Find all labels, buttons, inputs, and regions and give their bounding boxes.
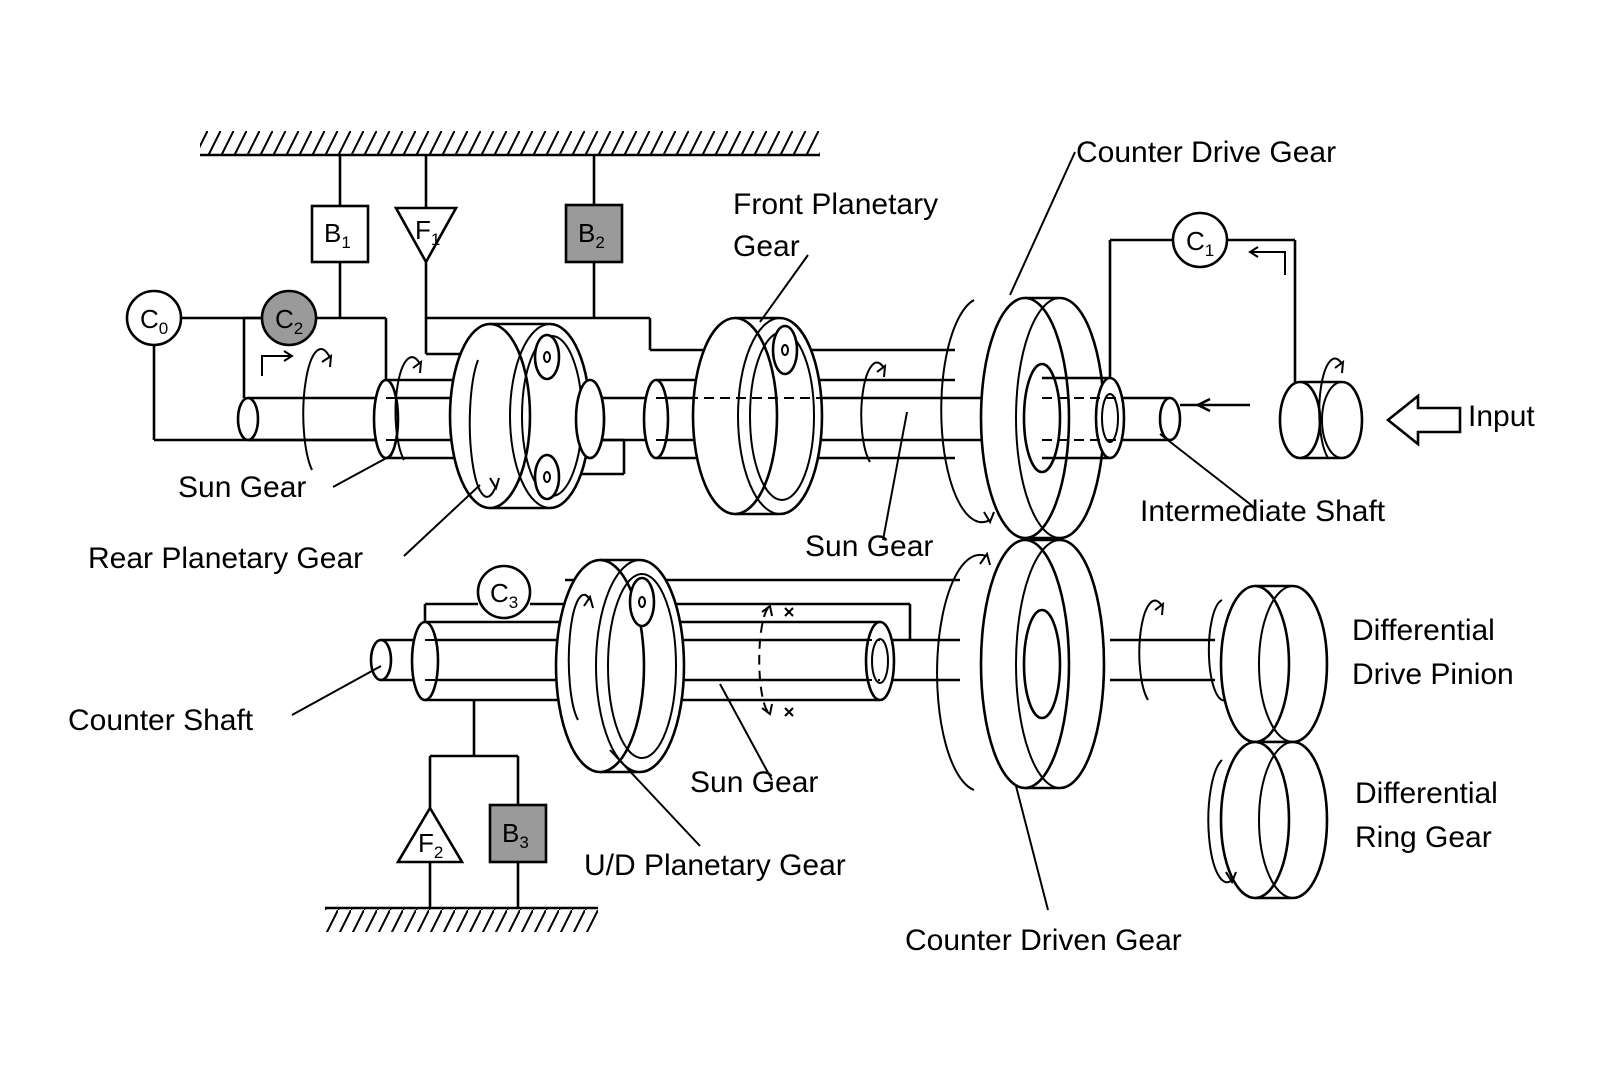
svg-text:C0: C0 [140, 304, 168, 338]
one-way-clutch-f2: F2 [395, 805, 465, 864]
label-sun-gear-rear: Sun Gear [178, 471, 306, 504]
svg-text:B2: B2 [578, 218, 605, 252]
svg-text:C2: C2 [275, 304, 303, 338]
svg-text:B1: B1 [324, 218, 351, 252]
rotation-x-marks [784, 607, 794, 717]
counter-driven-gear [979, 538, 1106, 790]
clutch-c1: C1 [1171, 211, 1229, 269]
housing-ground-bottom [325, 906, 598, 932]
label-differential-ring-gear-l2: Ring Gear [1355, 821, 1492, 854]
label-rear-planetary-gear: Rear Planetary Gear [88, 542, 363, 575]
input-drum [1180, 380, 1364, 460]
ud-planetary-gear [554, 558, 880, 774]
clutch-c0: C0 [125, 289, 183, 347]
label-intermediate-shaft: Intermediate Shaft [1140, 495, 1386, 528]
rear-planetary-gear [448, 322, 606, 510]
svg-text:B3: B3 [502, 818, 529, 852]
label-input: Input [1468, 400, 1535, 433]
label-ud-planetary-gear: U/D Planetary Gear [584, 849, 846, 882]
housing-ground-top [200, 131, 820, 157]
clutch-c3: C3 [476, 564, 532, 620]
differential-drive-pinion [1219, 584, 1329, 744]
label-counter-shaft: Counter Shaft [68, 704, 254, 737]
svg-text:C1: C1 [1186, 226, 1214, 260]
clutch-c2: C2 [260, 289, 318, 347]
labels: Counter Drive Gear Front Planetary Gear … [68, 136, 1535, 957]
label-front-planetary-gear-l1: Front Planetary [733, 188, 938, 221]
brake-b1: B1 [310, 204, 370, 264]
one-way-clutch-f1: F1 [393, 206, 459, 265]
differential-ring-gear [1219, 740, 1329, 900]
label-counter-driven-gear: Counter Driven Gear [905, 924, 1182, 957]
counter-drive-gear [979, 296, 1170, 540]
label-counter-drive-gear: Counter Drive Gear [1076, 136, 1336, 169]
brake-b3: B3 [488, 803, 548, 864]
leader-lines [291, 151, 1256, 911]
label-differential-drive-pinion-l2: Drive Pinion [1352, 658, 1514, 691]
label-sun-gear-front: Sun Gear [805, 530, 933, 563]
rotation-arrows [261, 246, 1345, 885]
svg-text:F1: F1 [415, 215, 440, 249]
label-front-planetary-gear-l2: Gear [733, 230, 800, 263]
front-planetary-gear [656, 316, 955, 516]
label-differential-ring-gear-l1: Differential [1355, 777, 1498, 810]
svg-text:F2: F2 [418, 828, 443, 862]
input-arrow [1385, 393, 1462, 447]
svg-text:C3: C3 [490, 578, 518, 612]
label-differential-drive-pinion-l1: Differential [1352, 614, 1495, 647]
brake-b2: B2 [564, 203, 624, 264]
label-sun-gear-ud: Sun Gear [690, 766, 818, 799]
